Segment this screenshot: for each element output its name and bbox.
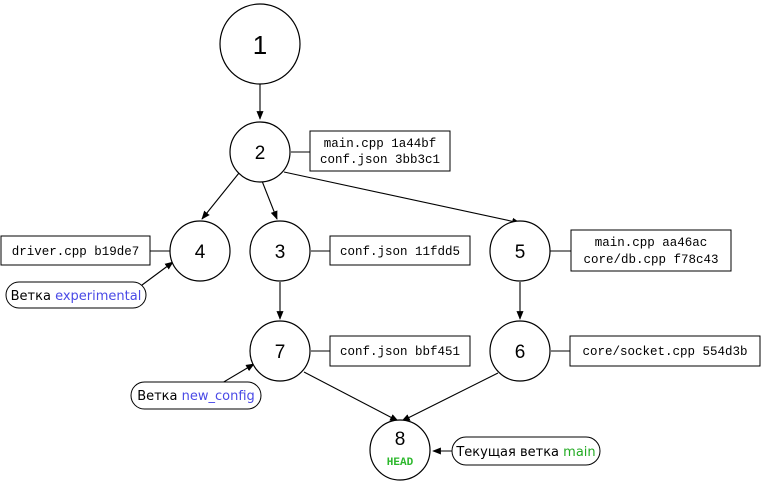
file-entry: conf.json 3bb3c1 [320, 153, 440, 167]
commit-label-1: 1 [253, 30, 267, 60]
commit-label-5: 5 [515, 242, 526, 263]
commit-label-4: 4 [195, 242, 206, 263]
svg-text:Текущая ветка main: Текущая ветка main [455, 445, 595, 460]
edge-2-5 [283, 171, 521, 225]
branch-name: new_config [182, 389, 255, 404]
commit-label-3: 3 [275, 242, 286, 263]
branch-label-experimental: Ветка experimental [5, 281, 147, 309]
commit-node-2: 2 [229, 121, 291, 183]
branch-label-main: Текущая ветка main [451, 436, 601, 466]
commit-label-7: 7 [275, 342, 286, 363]
file-box-3: conf.json 11fdd5 [329, 235, 471, 266]
branch-prefix: Ветка [11, 289, 55, 304]
edge-2-4 [201, 172, 240, 220]
branch-label-new-config: Ветка new_config [130, 381, 262, 410]
edge-6-8 [401, 372, 499, 422]
commit-node-7: 7 [249, 320, 311, 382]
file-entry: conf.json bbf451 [340, 345, 460, 359]
file-box-2: main.cpp 1a44bf conf.json 3bb3c1 [309, 130, 451, 172]
svg-text:Ветка experimental: Ветка experimental [11, 289, 142, 304]
commit-label-8: 8 [395, 429, 406, 450]
commit-node-4: 4 [169, 220, 231, 282]
branch-name: experimental [55, 289, 141, 304]
commit-node-1: 1 [219, 3, 301, 85]
commit-node-5: 5 [489, 220, 551, 282]
commit-label-6: 6 [515, 342, 526, 363]
file-box-links [150, 151, 571, 352]
commit-node-8: 8 HEAD [369, 419, 431, 481]
branch-prefix: Текущая ветка [455, 445, 563, 460]
edges [201, 83, 524, 422]
edge-7-8 [303, 371, 399, 422]
file-box-7: conf.json bbf451 [329, 335, 471, 367]
edge-2-3 [261, 180, 278, 220]
file-entry: main.cpp 1a44bf [324, 137, 437, 151]
file-entry: core/db.cpp f78c43 [583, 253, 718, 267]
head-label: HEAD [387, 457, 414, 469]
commit-node-6: 6 [489, 320, 551, 382]
branch-pointers [137, 261, 452, 455]
file-entry: driver.cpp b19de7 [12, 245, 140, 259]
file-entry: conf.json 11fdd5 [340, 245, 460, 259]
file-box-6: core/socket.cpp 554d3b [569, 335, 761, 367]
commit-node-3: 3 [249, 220, 311, 282]
svg-text:Ветка new_config: Ветка new_config [137, 389, 255, 404]
file-entry: main.cpp aa46ac [595, 236, 708, 250]
file-box-5: main.cpp aa46ac core/db.cpp f78c43 [570, 229, 732, 272]
file-box-4: driver.cpp b19de7 [0, 235, 151, 266]
commit-label-2: 2 [255, 143, 266, 164]
branch-prefix: Ветка [137, 389, 181, 404]
file-entry: core/socket.cpp 554d3b [582, 345, 747, 359]
branch-name: main [563, 445, 595, 460]
